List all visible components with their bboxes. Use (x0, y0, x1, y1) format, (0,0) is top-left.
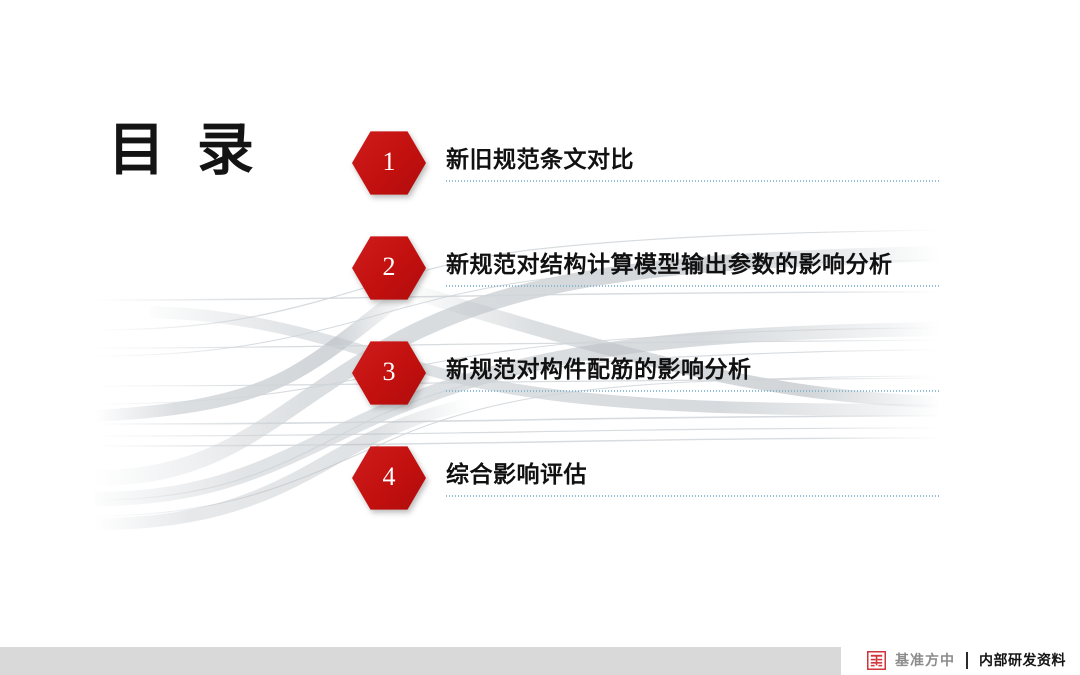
toc-item-1[interactable]: 1 新旧规范条文对比 (352, 118, 972, 223)
footer-brand: 基准方中 内部研发资料 (861, 645, 1072, 675)
toc-label-4: 综合影响评估 (446, 462, 587, 488)
toc-label-1: 新旧规范条文对比 (446, 147, 634, 173)
toc-number-badge-4: 4 (352, 445, 426, 511)
toc-number-1: 1 (382, 147, 396, 176)
hexagon-icon: 3 (352, 341, 426, 405)
toc-underline-3 (446, 390, 940, 392)
hexagon-icon: 4 (352, 446, 426, 510)
company-seal-icon (867, 650, 886, 670)
toc-underline-4 (446, 495, 940, 497)
hexagon-icon: 1 (352, 131, 426, 195)
toc-number-4: 4 (382, 462, 396, 491)
toc-label-2: 新规范对结构计算模型输出参数的影响分析 (446, 252, 893, 278)
toc-number-badge-3: 3 (352, 340, 426, 406)
toc-number-2: 2 (382, 252, 396, 281)
toc-number-badge-2: 2 (352, 235, 426, 301)
toc-number-3: 3 (382, 357, 396, 386)
toc-underline-1 (446, 180, 940, 182)
toc-number-badge-1: 1 (352, 130, 426, 196)
toc-item-4[interactable]: 4 综合影响评估 (352, 433, 972, 538)
brand-tagline: 内部研发资料 (979, 653, 1066, 669)
toc-underline-2 (446, 285, 940, 287)
toc-item-3[interactable]: 3 新规范对构件配筋的影响分析 (352, 328, 972, 433)
brand-divider (966, 651, 968, 669)
hexagon-icon: 2 (352, 236, 426, 300)
toc-label-3: 新规范对构件配筋的影响分析 (446, 357, 752, 383)
footer-band (0, 647, 841, 675)
page-title: 目 录 (108, 117, 260, 183)
brand-name: 基准方中 (895, 653, 955, 669)
toc-item-2[interactable]: 2 新规范对结构计算模型输出参数的影响分析 (352, 223, 972, 328)
toc-list: 1 新旧规范条文对比 2 新规范对结构计算模型输出参数的影响分析 3 新规范对构… (352, 118, 972, 538)
